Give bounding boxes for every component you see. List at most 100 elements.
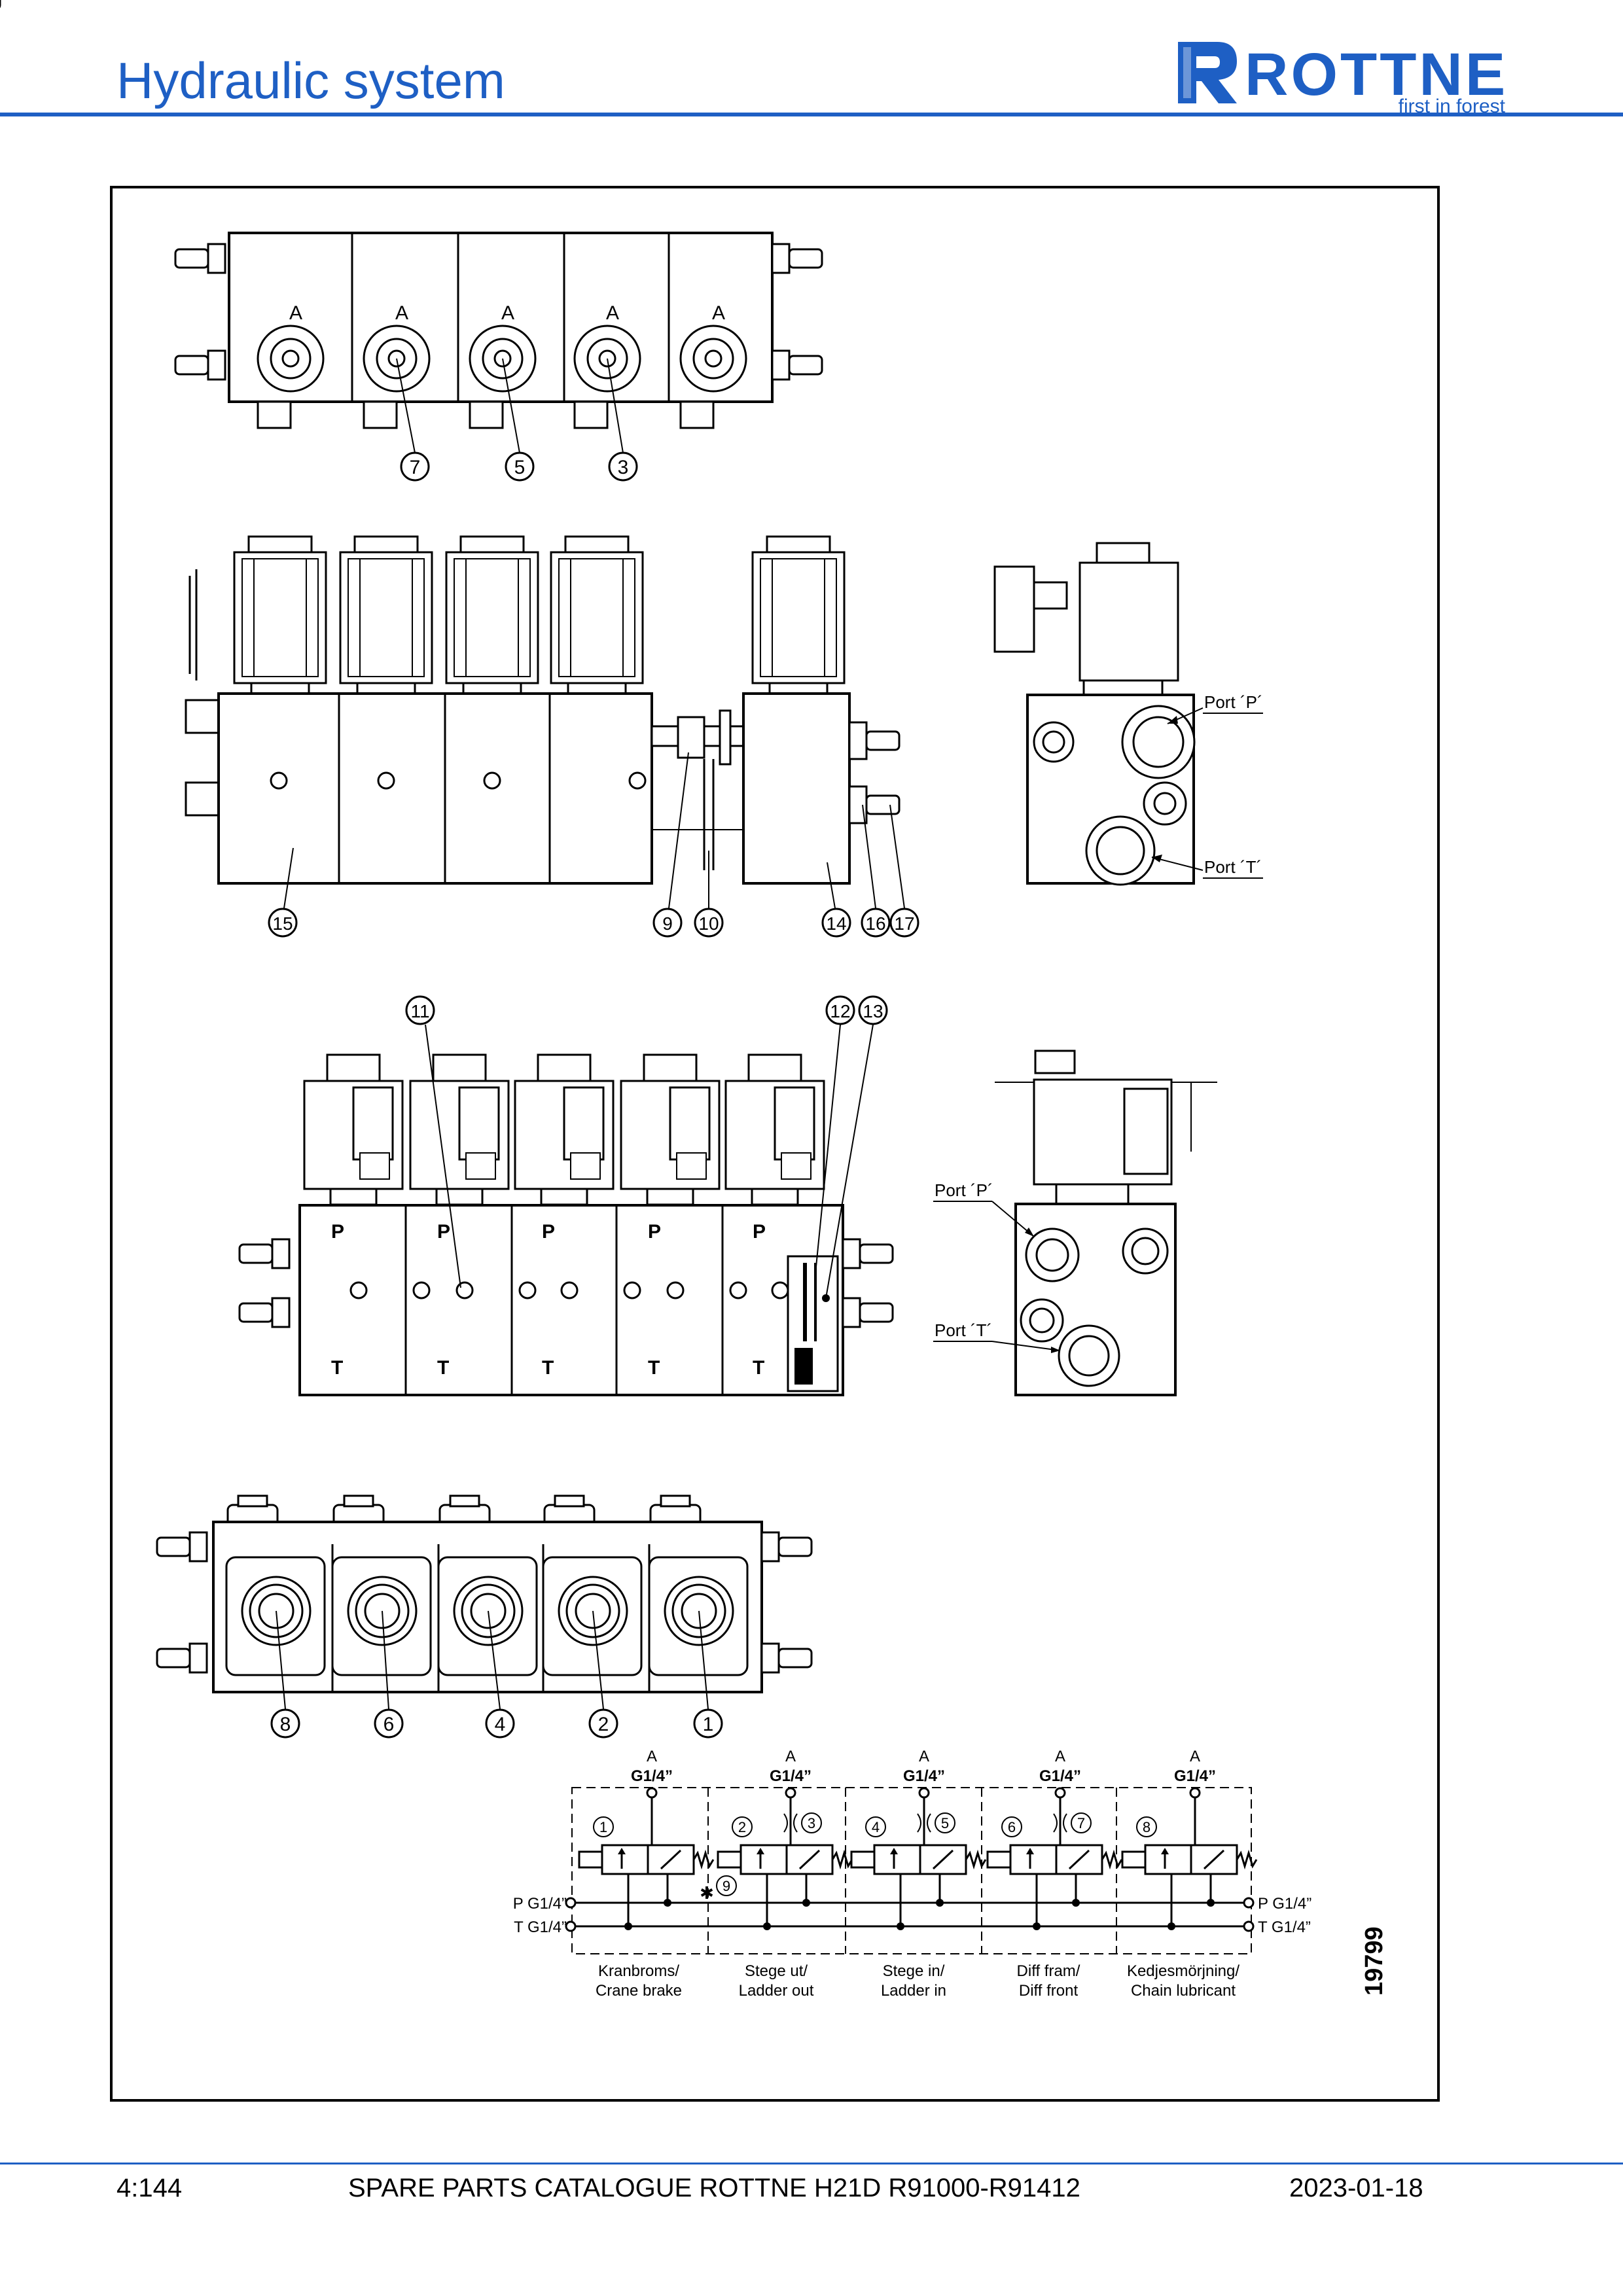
section-t-label: T: [331, 1357, 343, 1379]
svg-text:3: 3: [808, 1815, 815, 1831]
svg-text:Stege ut/: Stege ut/: [745, 1962, 808, 1980]
svg-text:14: 14: [826, 913, 846, 934]
front-view: P P P P P T T T T T 11 12 13: [238, 995, 894, 1396]
callout-7-schematic: 7: [1071, 1812, 1092, 1833]
schematic-function-3: A G1/4” 4 5 Stege in/ Ladder in: [850, 1748, 987, 2000]
supply-t-right: T G1/4”: [1258, 1918, 1311, 1936]
port-a-label: A: [395, 302, 408, 324]
callout-7: 7: [400, 451, 430, 482]
end-view-lower: Port ´P´ Port ´T´: [933, 1050, 1217, 1396]
callout-15: 15: [268, 908, 298, 938]
footer-divider: [0, 2163, 1623, 2164]
svg-text:4: 4: [495, 1714, 506, 1735]
catalogue-date: 2023-01-18: [1289, 2174, 1423, 2202]
svg-text:Chain lubricant: Chain lubricant: [1131, 1982, 1236, 2000]
svg-text:7: 7: [410, 457, 421, 478]
svg-text:11: 11: [410, 1001, 429, 1021]
svg-text:Kranbroms/: Kranbroms/: [598, 1962, 679, 1980]
callout-8: 8: [270, 1708, 300, 1739]
svg-text:12: 12: [830, 1001, 850, 1021]
svg-text:8: 8: [280, 1714, 291, 1735]
callout-4: 4: [485, 1708, 515, 1739]
svg-text:6: 6: [383, 1714, 395, 1735]
callout-12: 12: [825, 995, 855, 1025]
svg-text:A: A: [647, 1748, 657, 1765]
svg-text:9: 9: [722, 1878, 730, 1894]
callout-17: 17: [889, 908, 919, 938]
section-p-label: P: [648, 1221, 661, 1243]
svg-text:2: 2: [738, 1819, 746, 1835]
svg-text:Kedjesmörjning/: Kedjesmörjning/: [1127, 1962, 1240, 1980]
svg-text:9: 9: [662, 913, 673, 934]
supply-p-right: P G1/4”: [1258, 1895, 1311, 1913]
drawing-frame: [110, 186, 1440, 2102]
svg-text:Ladder out: Ladder out: [739, 1982, 814, 2000]
drawing-number: 19799: [1361, 1926, 1388, 1996]
supply-p-left: P G1/4”: [513, 1895, 567, 1913]
callout-3: 3: [608, 451, 638, 482]
svg-text:5: 5: [514, 457, 526, 478]
svg-text:15: 15: [272, 913, 293, 934]
svg-text:4: 4: [872, 1819, 880, 1835]
schematic-function-5: A G1/4” 8 Kedjesmörjning/ Chain lubrican…: [1121, 1748, 1258, 2000]
svg-text:Ladder in: Ladder in: [881, 1982, 946, 2000]
svg-text:Diff front: Diff front: [1019, 1982, 1079, 2000]
svg-text:G1/4”: G1/4”: [1039, 1767, 1081, 1785]
port-t-label: Port ´T´: [935, 1320, 992, 1340]
catalogue-title: SPARE PARTS CATALOGUE ROTTNE H21D R91000…: [348, 2174, 1080, 2202]
callout-2-schematic: 2: [732, 1816, 753, 1837]
svg-text:6: 6: [1008, 1819, 1016, 1835]
side-view: 15 9 10 14 16 17: [185, 535, 919, 938]
callout-4-schematic: 4: [865, 1816, 886, 1837]
callout-3-schematic: 3: [801, 1812, 822, 1833]
callout-11: 11: [405, 995, 435, 1025]
callout-10: 10: [694, 908, 724, 938]
svg-text:G1/4”: G1/4”: [903, 1767, 945, 1785]
end-view-upper: Port ´P´ Port ´T´: [993, 542, 1263, 886]
section-t-label: T: [437, 1357, 449, 1379]
section-p-label: P: [753, 1221, 766, 1243]
schematic-function-1: A G1/4” 1 Kranbroms/ Crane brake: [578, 1748, 715, 2000]
svg-text:13: 13: [863, 1001, 883, 1021]
svg-text:A: A: [785, 1748, 796, 1765]
section-t-label: T: [648, 1357, 660, 1379]
port-t-label: Port ´T´: [1204, 857, 1262, 877]
svg-text:Diff fram/: Diff fram/: [1017, 1962, 1080, 1980]
callout-1: 1: [693, 1708, 723, 1739]
supply-t-left: T G1/4”: [514, 1918, 567, 1936]
callout-5-schematic: 5: [935, 1812, 955, 1833]
svg-text:Crane brake: Crane brake: [596, 1982, 682, 2000]
svg-text:G1/4”: G1/4”: [1174, 1767, 1216, 1785]
svg-text:1: 1: [599, 1819, 607, 1835]
svg-text:1: 1: [703, 1714, 714, 1735]
bottom-view: 8 6 4 2 1: [156, 1494, 813, 1739]
section-t-label: T: [542, 1357, 554, 1379]
page-title: Hydraulic system: [116, 52, 505, 109]
callout-1-schematic: 1: [593, 1816, 614, 1837]
port-p-label: Port ´P´: [935, 1180, 993, 1200]
svg-text:17: 17: [894, 913, 914, 934]
svg-text:7: 7: [1077, 1815, 1085, 1831]
svg-text:G1/4”: G1/4”: [631, 1767, 673, 1785]
section-t-label: T: [753, 1357, 764, 1379]
callout-2: 2: [588, 1708, 618, 1739]
top-view: A A A A A 7 5 3: [0, 0, 823, 482]
port-a-label: A: [712, 302, 725, 324]
callout-9-schematic: 9: [716, 1875, 737, 1896]
check-valve-mark: ✱: [700, 1883, 714, 1903]
svg-text:10: 10: [698, 913, 719, 934]
header-divider: [0, 113, 1623, 116]
svg-text:A: A: [919, 1748, 929, 1765]
svg-text:G1/4”: G1/4”: [770, 1767, 812, 1785]
svg-text:3: 3: [618, 457, 629, 478]
port-a-label: A: [289, 302, 302, 324]
callout-13: 13: [858, 995, 888, 1025]
svg-text:A: A: [1055, 1748, 1065, 1765]
port-a-label: A: [501, 302, 514, 324]
svg-text:16: 16: [865, 913, 885, 934]
section-p-label: P: [542, 1221, 555, 1243]
callout-5: 5: [505, 451, 535, 482]
svg-text:2: 2: [598, 1714, 609, 1735]
port-p-label: Port ´P´: [1204, 692, 1263, 712]
